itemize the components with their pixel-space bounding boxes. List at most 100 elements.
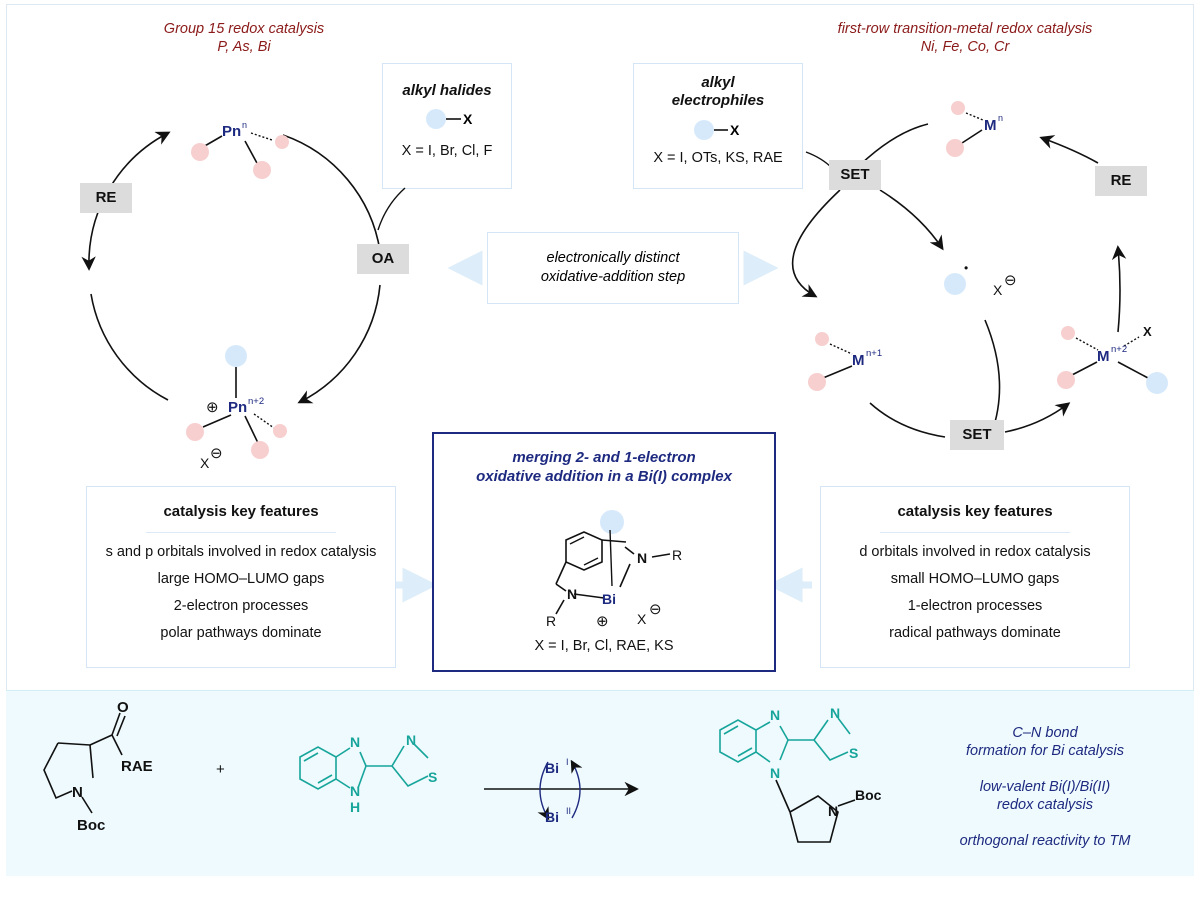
ligand-sphere <box>1061 326 1075 340</box>
mn2-to-re-arrow <box>1111 245 1127 333</box>
right-feature-item: 1-electron processes <box>907 598 1043 614</box>
right-set-top-tag: SET <box>829 160 881 190</box>
note-cn-bond-line-1: C–N bond <box>1012 725 1078 741</box>
product-boc-label: Boc <box>855 787 882 803</box>
reaction-panel <box>6 690 1194 876</box>
bi-title-line-1: merging 2- and 1-electron <box>512 449 696 466</box>
product-thiazole-n-label: N <box>830 705 840 721</box>
alkyl-halides-scope: X = I, Br, Cl, F <box>401 143 493 159</box>
right-heading-line-1: first-row transition-metal redox catalys… <box>837 21 1093 37</box>
m-top-label: M <box>984 117 997 134</box>
oxidative-addition-note: electronically distinct oxidative-additi… <box>487 232 739 304</box>
pn-top-label: Pn <box>222 123 241 140</box>
thiazolyl-benzimidazole-labels: N N H N S <box>350 732 437 815</box>
note-cn-bond-line-2: formation for Bi catalysis <box>966 743 1124 759</box>
positive-charge: ⊕ <box>206 399 219 416</box>
left-feature-item: large HOMO–LUMO gaps <box>157 571 325 587</box>
alkyl-electrophile-structure: X <box>694 120 740 140</box>
pn-bottom-oxidation-state: n+2 <box>248 396 264 407</box>
m-top-oxidation-state: n <box>998 113 1003 123</box>
radical-dot: • <box>964 261 968 275</box>
left-re-tag: RE <box>80 183 132 213</box>
m-n1-complex: M n+1 <box>808 332 882 391</box>
set-to-radical-arrow <box>879 189 944 251</box>
bi-atom-label: Bi <box>602 591 616 607</box>
halide-atom-label: X <box>463 111 473 127</box>
thiazole-s-label: S <box>428 769 437 785</box>
alkyl-electrophiles-scope: X = I, OTs, KS, RAE <box>653 150 783 166</box>
note-low-valent-line-1: low-valent Bi(I)/Bi(II) <box>979 779 1111 795</box>
thiazole-n-label: N <box>406 732 416 748</box>
alkyl-halides-title: alkyl halides <box>402 82 492 99</box>
left-feature-item: polar pathways dominate <box>160 625 322 641</box>
imidazole-nh-h-label: H <box>350 799 360 815</box>
rae-label: RAE <box>121 758 153 775</box>
right-features-divider <box>880 532 1070 533</box>
m-n2-complex: M n+2 X <box>1057 324 1168 394</box>
m-left-label: M <box>852 352 865 369</box>
right-set-bottom-tag: SET <box>950 420 1004 450</box>
left-cycle-arc-top-right <box>282 134 381 252</box>
mn1-to-set-line <box>869 402 946 438</box>
left-oa-tag: OA <box>357 244 409 274</box>
bi-ii-label: Bi <box>545 809 559 825</box>
negative-charge: ⊖ <box>1004 272 1017 289</box>
counterion-label: X <box>993 282 1003 298</box>
product-imidazole-n-label: N <box>770 765 780 781</box>
alkyl-electrophiles-title: alkyl electrophiles <box>634 74 802 110</box>
electrophile-atom-label: X <box>730 122 740 138</box>
counterion-label: X <box>200 455 210 471</box>
negative-charge: ⊖ <box>210 445 223 462</box>
ligand-sphere <box>273 424 287 438</box>
thiazolyl-benzimidazole <box>299 743 429 790</box>
alkyl-group-sphere <box>694 120 714 140</box>
m-left-oxidation-state: n+1 <box>866 348 882 359</box>
right-cycle-heading: first-row transition-metal redox catalys… <box>810 20 1120 56</box>
right-features-title: catalysis key features <box>897 503 1053 520</box>
m-right-oxidation-state: n+2 <box>1111 344 1127 355</box>
note-orthogonal: orthogonal reactivity to TM <box>959 833 1131 849</box>
alkyl-radical: • X ⊖ <box>944 261 1017 298</box>
m-x-ligand-label: X <box>1143 324 1152 339</box>
r-group-label: R <box>546 613 556 629</box>
left-features-title: catalysis key features <box>163 503 319 520</box>
radical-sphere <box>944 273 966 295</box>
electrophiles-title-line-1: alkyl <box>701 74 735 91</box>
positive-charge: ⊕ <box>596 613 609 630</box>
alkyl-group-sphere <box>426 109 446 129</box>
ligand-sphere <box>275 135 289 149</box>
note-line-1: electronically distinct <box>546 250 680 266</box>
m-right-label: M <box>1097 348 1110 365</box>
imidazole-nh-n-label: N <box>350 783 360 799</box>
right-feature-item: small HOMO–LUMO gaps <box>890 571 1060 587</box>
bi-complex-title: merging 2- and 1-electron oxidative addi… <box>434 448 774 486</box>
alkyl-sphere <box>225 345 247 367</box>
bi-i-label: Bi <box>545 760 559 776</box>
ligand-sphere <box>253 161 271 179</box>
product-imidazole-n-label: N <box>770 707 780 723</box>
electrophiles-title-line-2: electrophiles <box>671 92 765 109</box>
right-feature-item: radical pathways dominate <box>889 625 1061 641</box>
note-low-valent-line-2: redox catalysis <box>997 797 1093 813</box>
bi-i-oxidation-state: I <box>566 757 569 767</box>
pn-n-complex: Pn n <box>191 120 289 179</box>
m-n-complex: M n <box>946 101 1003 157</box>
bi-complex-box: merging 2- and 1-electron oxidative addi… <box>432 432 776 672</box>
right-re-tag: RE <box>1095 166 1147 196</box>
ligand-sphere <box>1057 371 1075 389</box>
imidazole-n-label: N <box>350 734 360 750</box>
r-group-label: R <box>672 547 682 563</box>
ligand-sphere <box>946 139 964 157</box>
left-cycle-arc-bottom-right <box>297 284 381 404</box>
proline-rae-reagent: O RAE N Boc <box>43 699 153 834</box>
left-features-box: catalysis key features s and p orbitals … <box>86 486 396 668</box>
carbonyl-o-label: O <box>117 699 129 716</box>
alkyl-halide-entry-line <box>377 187 406 231</box>
ligand-sphere <box>808 373 826 391</box>
left-cycle-arc-bottom-left <box>90 293 169 401</box>
n-atom-label: N <box>567 586 577 602</box>
alkyl-sphere <box>600 510 624 534</box>
set-to-mn2-arrow <box>1004 402 1071 433</box>
bi-redox-arrow-right <box>570 759 583 819</box>
